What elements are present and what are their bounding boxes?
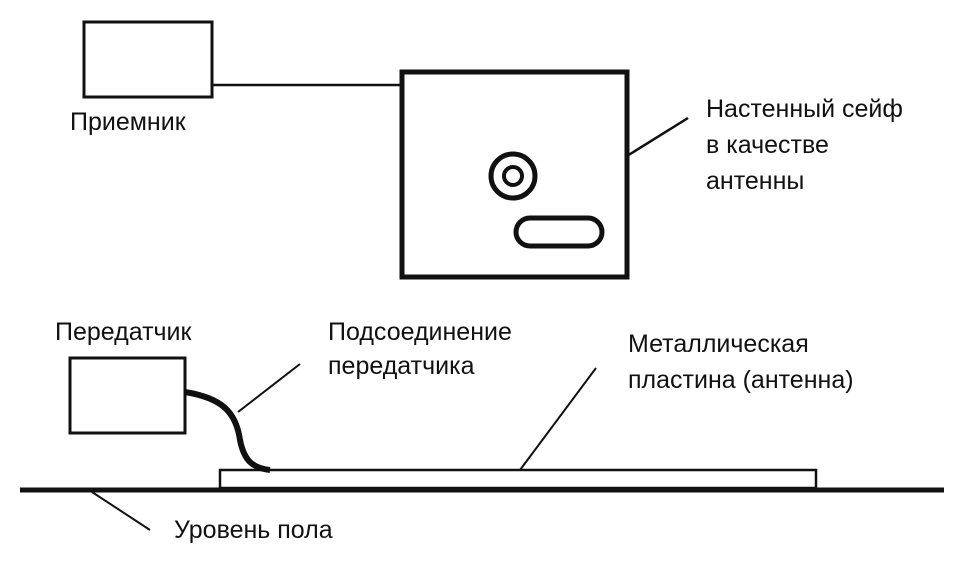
safe-label-line-2: в качестве [706,131,829,159]
floor-label: Уровень пола [174,516,333,544]
connection-leader-line [237,363,301,413]
safe-leader-line [626,116,689,158]
safe-label-line-1: Настенный сейф [706,95,903,123]
connection-label-line-1: Подсоединение [328,318,512,346]
transmitter-label: Передатчик [55,318,193,346]
safe-dial-inner [502,165,524,187]
metal-plate-antenna [218,468,818,490]
receiver-label: Приемник [70,108,187,136]
safe-label-line-3: антенны [706,167,804,195]
plate-leader-line [519,367,597,471]
transmitter-cable [184,389,271,473]
connection-label-line-2: передатчика [328,352,475,380]
wall-safe [399,69,630,280]
transmitter-box [68,356,187,435]
floor-leader-line [91,491,151,531]
receiver-box [82,20,214,99]
plate-label-line-1: Металлическая [628,330,809,358]
safe-handle [513,215,605,249]
plate-label-line-2: пластина (антенна) [628,366,854,394]
safe-dial-outer [488,151,538,201]
